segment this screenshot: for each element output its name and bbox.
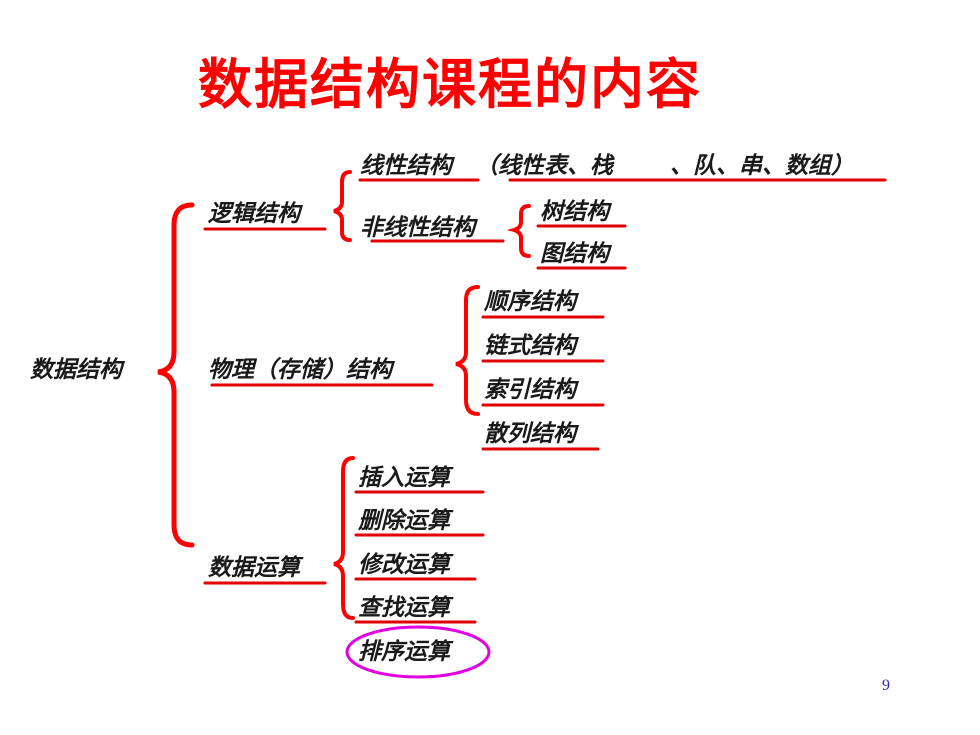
node-logical: 逻辑结构	[208, 201, 300, 227]
node-linked: 链式结构	[484, 333, 576, 359]
node-nonlinear: 非线性结构	[360, 215, 475, 241]
node-modify: 修改运算	[358, 552, 450, 578]
node-search: 查找运算	[358, 595, 450, 621]
node-sequential: 顺序结构	[484, 289, 576, 315]
underlines	[203, 178, 887, 624]
node-delete: 删除运算	[358, 508, 450, 534]
node-physical: 物理（存储）结构	[208, 357, 392, 383]
node-graph-structure: 图结构	[540, 241, 609, 267]
operations-brace	[333, 456, 355, 620]
page-number: 9	[882, 677, 890, 694]
node-linear: 线性结构	[360, 153, 452, 179]
node-root: 数据结构	[30, 357, 122, 383]
logical-brace	[333, 170, 352, 242]
node-tree-structure: 树结构	[540, 199, 609, 225]
highlight-ellipse	[345, 625, 491, 679]
nonlinear-brace	[506, 204, 531, 258]
root-brace	[157, 202, 195, 548]
node-operations: 数据运算	[208, 555, 300, 581]
node-linear-detail-close: 、队、串、数组）	[670, 153, 854, 179]
node-indexed: 索引结构	[484, 377, 576, 403]
slide-title: 数据结构课程的内容	[198, 53, 702, 116]
node-insert: 插入运算	[358, 465, 450, 491]
node-linear-detail-open: （线性表、栈	[475, 153, 613, 179]
physical-brace	[455, 285, 480, 416]
node-sort: 排序运算	[358, 639, 450, 665]
node-hashed: 散列结构	[484, 421, 576, 447]
